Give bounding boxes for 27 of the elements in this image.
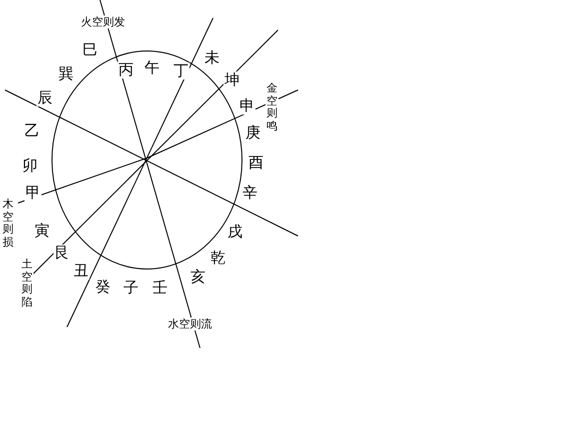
- direction-label: 辛: [242, 184, 258, 202]
- direction-label: 丑: [72, 262, 90, 280]
- direction-label: 乙: [24, 122, 40, 140]
- direction-label: 巽: [58, 66, 74, 82]
- note-label: 木空则损: [2, 198, 14, 250]
- direction-label: 亥: [190, 268, 206, 286]
- direction-label: 寅: [34, 222, 50, 240]
- direction-label: 庚: [244, 124, 262, 142]
- direction-label: 壬: [152, 280, 168, 296]
- direction-label: 坤: [224, 72, 240, 88]
- direction-label: 辰: [36, 90, 54, 106]
- direction-label: 午: [144, 60, 160, 76]
- direction-label: 申: [238, 98, 256, 114]
- direction-label: 甲: [24, 184, 42, 202]
- direction-label: 戌: [226, 224, 244, 240]
- direction-label: 子: [122, 280, 140, 296]
- direction-label: 艮: [54, 244, 70, 262]
- note-label: 火空则发: [80, 16, 126, 28]
- direction-label: 丁: [172, 62, 190, 80]
- direction-label: 丙: [118, 62, 134, 78]
- note-label: 水空则流: [167, 318, 213, 330]
- direction-label: 巳: [82, 42, 98, 58]
- direction-label: 乾: [210, 250, 226, 266]
- direction-label: 卯: [22, 158, 38, 174]
- direction-label: 未: [204, 50, 220, 66]
- direction-label: 酉: [248, 154, 264, 172]
- direction-label: 癸: [94, 278, 112, 296]
